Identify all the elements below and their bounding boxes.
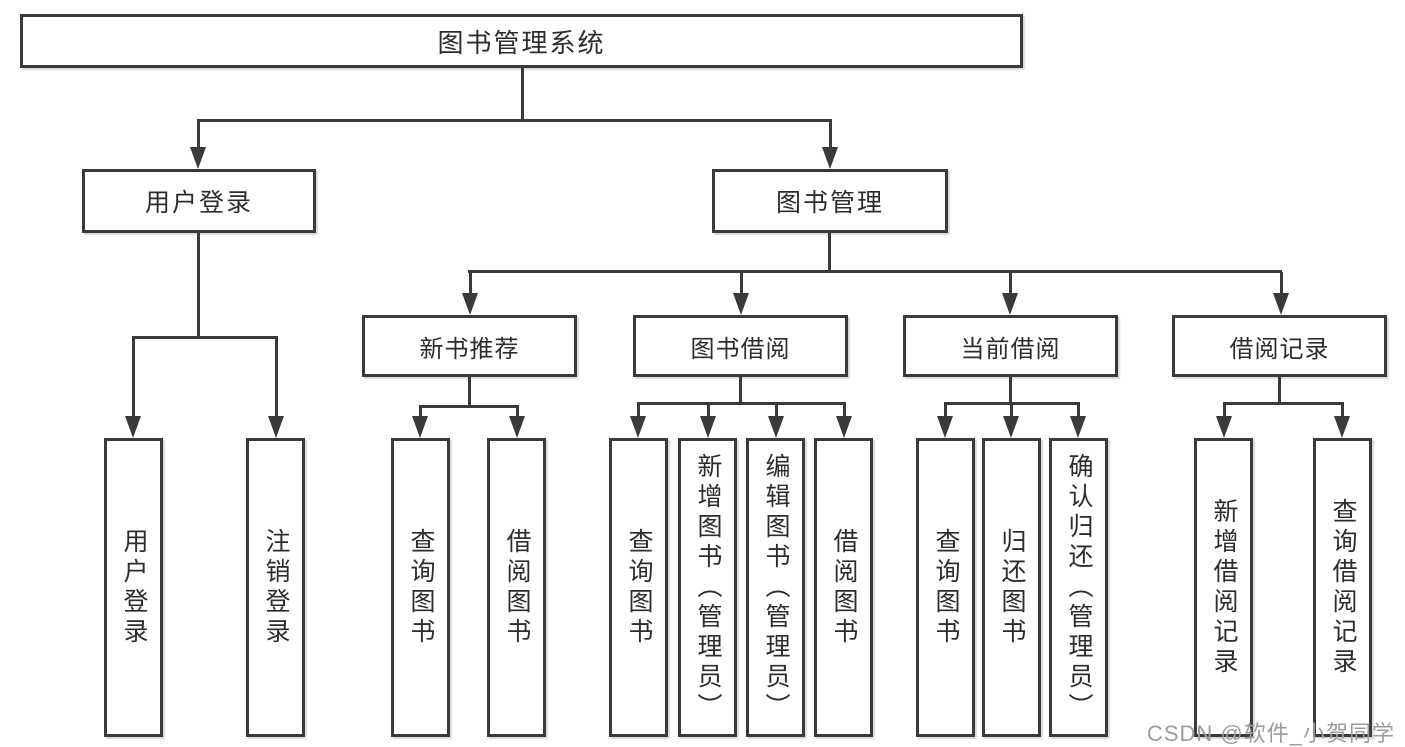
- leaf-query-books-2: 查询图书: [609, 438, 668, 737]
- leaf-logout: 注销登录: [246, 438, 305, 737]
- connector-current-borrow-stem: [1009, 377, 1012, 405]
- leaf-add-book-admin: 新增图书（管理员）: [678, 438, 737, 737]
- leaf-query-books-3: 查询图书: [916, 438, 975, 737]
- leaf-user-login: 用户登录: [104, 438, 163, 737]
- leaf-query-books-1: 查询图书: [391, 438, 450, 737]
- connector-book-borrow-stem: [739, 377, 742, 405]
- node-book-management: 图书管理: [712, 169, 948, 233]
- node-current-borrow: 当前借阅: [903, 315, 1118, 377]
- leaf-borrow-books-2: 借阅图书: [814, 438, 873, 737]
- leaf-confirm-return-admin: 确认归还（管理员）: [1049, 438, 1108, 737]
- node-borrow-records: 借阅记录: [1172, 315, 1387, 377]
- connector-book-management-split: [468, 270, 1282, 273]
- csdn-watermark: CSDN @软件_小贺同学: [1146, 721, 1395, 746]
- leaf-query-borrow-record: 查询借阅记录: [1313, 438, 1372, 737]
- connector-book-borrow-split: [637, 402, 846, 405]
- leaf-add-borrow-record: 新增借阅记录: [1194, 438, 1253, 737]
- leaf-borrow-books-1: 借阅图书: [487, 438, 546, 737]
- leaf-edit-book-admin: 编辑图书（管理员）: [746, 438, 805, 737]
- connector-book-management-stem: [828, 233, 831, 273]
- connector-new-book-stem: [468, 377, 471, 408]
- node-user-login: 用户登录: [82, 169, 316, 233]
- connector-user-login-split: [132, 336, 278, 339]
- leaf-return-book: 归还图书: [982, 438, 1041, 737]
- node-library-management-system: 图书管理系统: [20, 14, 1023, 68]
- connector-borrow-records-split: [1223, 402, 1344, 405]
- connector-borrow-records-stem: [1278, 377, 1281, 405]
- node-new-book-recommend: 新书推荐: [362, 315, 577, 377]
- node-book-borrow: 图书借阅: [633, 315, 848, 377]
- connector-root-split: [197, 119, 832, 122]
- connector-user-login-stem: [197, 233, 200, 339]
- connector-root-stem: [521, 68, 524, 121]
- connector-new-book-split: [419, 405, 519, 408]
